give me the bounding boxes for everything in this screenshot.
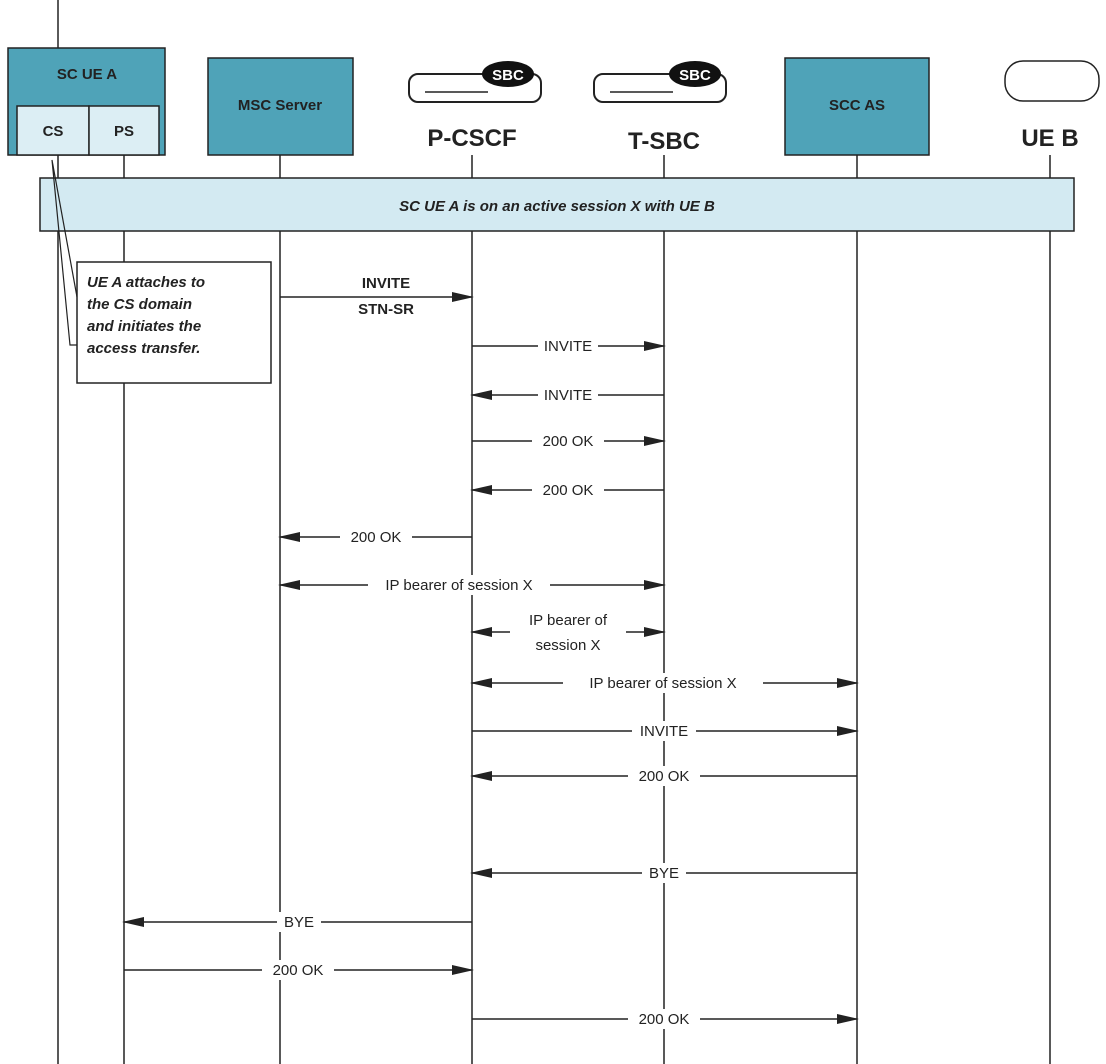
message-label: INVITE [362, 275, 410, 292]
label-knockout [632, 721, 696, 741]
message-ip-bearer-p-cscf-t-sbc: IP bearer of session X [470, 608, 666, 656]
note-pointer [51, 159, 78, 346]
message-label: session X [535, 637, 600, 654]
sbc-badge-icon [669, 61, 721, 87]
t-sbc-sbc-badge: SBC [679, 67, 711, 84]
ue-b-device-icon [1004, 60, 1100, 102]
message-ip-bearer-p-cscf-scc-as: IP bearer of session X [470, 673, 859, 693]
label-knockout [277, 912, 321, 932]
scc-as-label: SCC AS [829, 97, 885, 114]
ps-label: PS [114, 123, 134, 140]
note-line-4: access transfer. [87, 340, 200, 357]
message-invite-stn-sr: INVITE STN-SR [280, 275, 474, 318]
label-knockout [538, 336, 598, 356]
message-label: BYE [649, 865, 679, 882]
sbc-badge-icon [482, 61, 534, 87]
t-sbc-label: T-SBC [628, 128, 700, 155]
message-label: 200 OK [273, 962, 324, 979]
message-label: IP bearer of session X [589, 675, 736, 692]
message-bye-to-ps: BYE [122, 912, 472, 932]
message-label: 200 OK [639, 768, 690, 785]
cs-label: CS [43, 123, 64, 140]
cs-box [16, 105, 90, 156]
message-200-ok-from-t-sbc: 200 OK [470, 480, 664, 500]
label-knockout [642, 863, 686, 883]
participant-p-cscf: SBC P-CSCF [408, 61, 542, 152]
note-box [76, 261, 272, 384]
label-knockout [262, 960, 334, 980]
label-knockout [532, 431, 604, 451]
label-knockout [538, 385, 598, 405]
note-line-2: the CS domain [87, 296, 192, 313]
message-label: IP bearer of [529, 612, 608, 629]
note-line-3: and initiates the [87, 318, 201, 335]
label-knockout [628, 766, 700, 786]
participant-ue-b: UE B [1004, 60, 1100, 152]
lifelines [57, 0, 1051, 1064]
message-label: STN-SR [358, 301, 414, 318]
p-cscf-label: P-CSCF [427, 125, 516, 152]
message-label: IP bearer of session X [385, 577, 532, 594]
label-knockout [340, 527, 412, 547]
label-knockout [532, 480, 604, 500]
message-label: 200 OK [639, 1011, 690, 1028]
session-banner: SC UE A is on an active session X with U… [39, 177, 1075, 232]
message-label: INVITE [544, 387, 592, 404]
msc-server-label: MSC Server [238, 97, 322, 114]
message-invite-to-scc-as: INVITE [472, 721, 859, 741]
p-cscf-sbc-badge: SBC [492, 67, 524, 84]
label-knockout [368, 575, 550, 595]
message-label: 200 OK [543, 433, 594, 450]
message-bye-from-scc-as: BYE [470, 863, 857, 883]
session-banner-box [39, 177, 1075, 232]
label-knockout [563, 673, 763, 693]
message-200-ok-to-t-sbc: 200 OK [472, 431, 666, 451]
participant-sc-ue-a: SC UE A CS PS [7, 47, 166, 156]
message-invite-from-t-sbc: INVITE [470, 385, 664, 405]
participant-msc-server: MSC Server [207, 57, 354, 156]
session-banner-text: SC UE A is on an active session X with U… [399, 198, 715, 215]
ue-b-label: UE B [1021, 125, 1078, 152]
note-line-1: UE A attaches to [87, 274, 205, 291]
label-knockout [628, 1009, 700, 1029]
participant-scc-as: SCC AS [784, 57, 930, 156]
message-200-ok-to-scc-as: 200 OK [472, 1009, 859, 1029]
message-label: BYE [284, 914, 314, 931]
message-label: 200 OK [543, 482, 594, 499]
message-label: 200 OK [351, 529, 402, 546]
access-transfer-note: UE A attaches to the CS domain and initi… [51, 159, 272, 384]
label-knockout [510, 608, 626, 656]
ps-box [88, 105, 160, 156]
sc-ue-a-label: SC UE A [57, 66, 117, 83]
message-200-ok-from-ps: 200 OK [124, 960, 474, 980]
message-invite-to-t-sbc: INVITE [472, 336, 666, 356]
message-label: INVITE [640, 723, 688, 740]
msc-server-box [207, 57, 354, 156]
message-200-ok-from-scc-as: 200 OK [470, 766, 857, 786]
message-ip-bearer-msc-t-sbc: IP bearer of session X [278, 575, 666, 595]
scc-as-box [784, 57, 930, 156]
message-label: INVITE [544, 338, 592, 355]
message-200-ok-to-msc: 200 OK [278, 527, 472, 547]
participant-t-sbc: SBC T-SBC [593, 61, 727, 155]
